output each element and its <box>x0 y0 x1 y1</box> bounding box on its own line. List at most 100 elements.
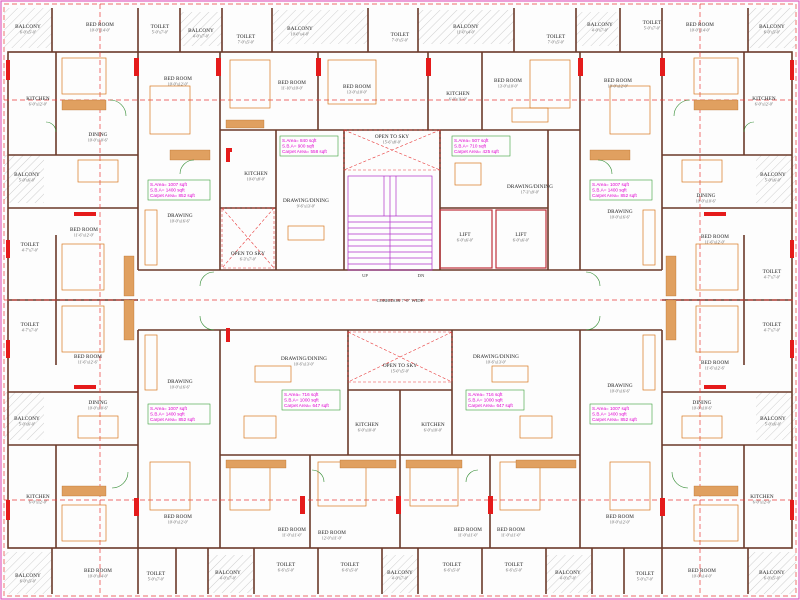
room-dimension: 11'-0"x11'-0" <box>501 534 521 538</box>
room-name: BALCONY <box>215 570 241 576</box>
room-name: TOILET <box>763 322 782 328</box>
room-name: BED ROOM <box>86 22 114 28</box>
area-line: S.B.A= 1000 sqft <box>284 398 319 403</box>
room-name: BALCONY <box>760 416 786 422</box>
area-line: Carpet Area= 425 sqft <box>454 149 500 154</box>
room-dimension: 7'-0"x5'-0" <box>392 39 409 43</box>
room-name: BED ROOM <box>688 568 716 574</box>
room-name: TOILET <box>21 322 40 328</box>
area-line: S.Area= 507 sqft <box>454 138 489 143</box>
room-name: KITCHEN <box>355 422 379 428</box>
room-dimension: 10'-0"x14'-0" <box>690 29 711 33</box>
room-name: TOILET <box>643 20 662 26</box>
room-name: BALCONY <box>14 172 40 178</box>
room-name: TOILET <box>391 32 410 38</box>
room-name: BALCONY <box>759 570 785 576</box>
room-name: OPEN TO SKY <box>231 251 265 257</box>
room-name: DRAWING/DINING <box>507 184 553 190</box>
room-name: LIFT <box>459 232 471 238</box>
room-dimension: 12'-0"x11'-0" <box>322 537 343 541</box>
room-dimension: 11'-6"x12'-6" <box>78 361 99 365</box>
room-dimension: 5'-0"x6'-0" <box>19 423 36 427</box>
area-line: S.B.A= 710 sqft <box>454 144 487 149</box>
balcony-hatches <box>4 8 796 594</box>
room-dimension: 5'-0"x7'-0" <box>148 578 165 582</box>
room-dimension: 10'-0"x14'-0" <box>88 575 109 579</box>
room-dimension: 7'-0"x5'-0" <box>548 41 565 45</box>
room-dimension: 10'-0"x16'-6" <box>610 216 631 220</box>
room-name: BED ROOM <box>454 527 482 533</box>
room-name: BED ROOM <box>686 22 714 28</box>
room-dimension: 6'-0"x10'-0" <box>424 429 443 433</box>
room-dimension: 6'-0"x10'-0" <box>358 429 377 433</box>
area-line: S.Area= 716 sqft <box>284 392 319 397</box>
room-dimension: 6'-0"x5'-0" <box>20 580 37 584</box>
room-dimension: 6'-6"x5'-0" <box>444 569 461 573</box>
room-name: DRAWING/DINING <box>283 198 329 204</box>
room-dimension: 4'-0"x7'-0" <box>193 35 210 39</box>
doors <box>45 99 755 489</box>
room-dimension: 11'-0"x11'-0" <box>458 534 478 538</box>
room-name: DRAWING/DINING <box>473 354 519 360</box>
area-line: S.B.A= 1400 sqft <box>592 412 627 417</box>
room-dimension: 15'-6"x8'-0" <box>383 141 402 145</box>
room-dimension: 6'-6"x5'-0" <box>278 569 295 573</box>
room-name: BED ROOM <box>278 527 306 533</box>
room-name: TOILET <box>147 571 166 577</box>
room-name: DRAWING <box>607 209 633 215</box>
area-line: Carpet Area= 558 sqft <box>282 149 328 154</box>
room-name: TOILET <box>151 24 170 30</box>
room-dimension: 5'-0"x7'-0" <box>637 578 654 582</box>
room-dimension: 10'-0"x16'-6" <box>610 390 631 394</box>
room-dimension: 4'-0"x7'-0" <box>560 577 577 581</box>
room-name: LIFT <box>515 232 527 238</box>
area-line: S.B.A= 1400 sqft <box>150 412 185 417</box>
room-name: BALCONY <box>15 24 41 30</box>
room-dimension: 10'-0"x10'-6" <box>692 407 713 411</box>
windows <box>6 58 794 520</box>
room-dimension: 13'-0"x10'-0" <box>347 91 368 95</box>
room-name: BALCONY <box>387 570 413 576</box>
area-line: S.Area= 1007 sqft <box>592 182 630 187</box>
area-line: S.Area= 1007 sqft <box>592 406 630 411</box>
room-dimension: 13'-0"x10'-0" <box>498 85 519 89</box>
room-name: BED ROOM <box>278 80 306 86</box>
room-name: BED ROOM <box>701 360 729 366</box>
room-dimension: 6'-0"x12'-0" <box>29 501 48 505</box>
room-dimension: 11'-10"x10'-0" <box>281 87 303 91</box>
